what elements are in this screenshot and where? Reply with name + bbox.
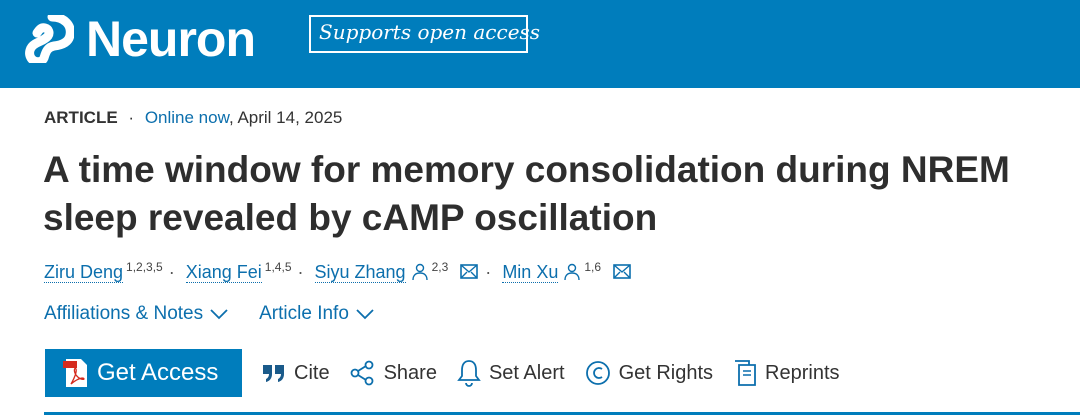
set-alert-button[interactable]: Set Alert	[457, 359, 565, 387]
article-type: ARTICLE	[44, 108, 118, 127]
divider	[44, 412, 1080, 415]
quote-icon	[263, 365, 284, 382]
email-icon[interactable]	[459, 263, 479, 281]
get-rights-label: Get Rights	[618, 361, 714, 384]
get-access-button[interactable]: Get Access	[45, 349, 242, 397]
author-link[interactable]: Min Xu	[502, 262, 559, 283]
cite-label: Cite	[294, 361, 330, 384]
article-info-toggle[interactable]: Article Info	[259, 303, 375, 325]
get-rights-button[interactable]: Get Rights	[585, 360, 713, 386]
publish-date: , April 14, 2025	[228, 108, 343, 127]
bell-icon	[457, 360, 481, 387]
chevron-down-icon	[210, 309, 228, 320]
share-icon	[350, 360, 373, 386]
author-link[interactable]: Siyu Zhang	[314, 262, 406, 283]
article-title: A time window for memory consolidation d…	[43, 149, 1010, 238]
pdf-icon	[63, 359, 87, 387]
share-label: Share	[383, 361, 437, 384]
get-access-label: Get Access	[97, 359, 219, 386]
article-meta: ARTICLE · Online now, April 14, 2025	[44, 108, 342, 128]
person-icon	[411, 263, 428, 281]
copyright-icon	[585, 361, 610, 385]
author-affiliations: 2,3	[431, 260, 449, 274]
brand-name: Neuron	[86, 11, 256, 67]
person-icon	[564, 263, 581, 281]
info-toggles: Affiliations & Notes Article Info	[44, 303, 375, 325]
reprints-button[interactable]: Reprints	[733, 359, 840, 387]
author-link[interactable]: Xiang Fei	[185, 262, 262, 283]
author-affiliations: 1,4,5	[264, 260, 292, 274]
author-link[interactable]: Ziru Deng	[44, 262, 124, 283]
separator: ·	[128, 108, 135, 127]
neuron-logo-icon	[25, 15, 74, 63]
online-status[interactable]: Online now	[144, 108, 229, 127]
author-affiliations: 1,6	[584, 260, 602, 274]
neuron-logo[interactable]: Neuron	[22, 10, 256, 68]
separator: ·	[168, 262, 175, 282]
reprints-icon	[735, 360, 756, 386]
author-affiliations: 1,2,3,5	[126, 260, 163, 274]
email-icon[interactable]	[612, 263, 632, 281]
article-actions: Get Access Cite Share Set Alert Get Righ…	[45, 349, 840, 397]
affiliations-label: Affiliations & Notes	[44, 303, 204, 324]
reprints-label: Reprints	[765, 361, 840, 384]
affiliations-toggle[interactable]: Affiliations & Notes	[44, 303, 229, 325]
separator: ·	[297, 262, 304, 282]
article-info-label: Article Info	[259, 303, 349, 324]
separator: ·	[485, 262, 492, 282]
share-button[interactable]: Share	[350, 360, 437, 386]
set-alert-label: Set Alert	[488, 361, 565, 384]
cite-button[interactable]: Cite	[262, 362, 330, 385]
chevron-down-icon	[356, 309, 374, 320]
open-access-badge[interactable]: Supports open access	[309, 15, 540, 53]
site-header: Neuron Supports open access	[0, 0, 1080, 88]
